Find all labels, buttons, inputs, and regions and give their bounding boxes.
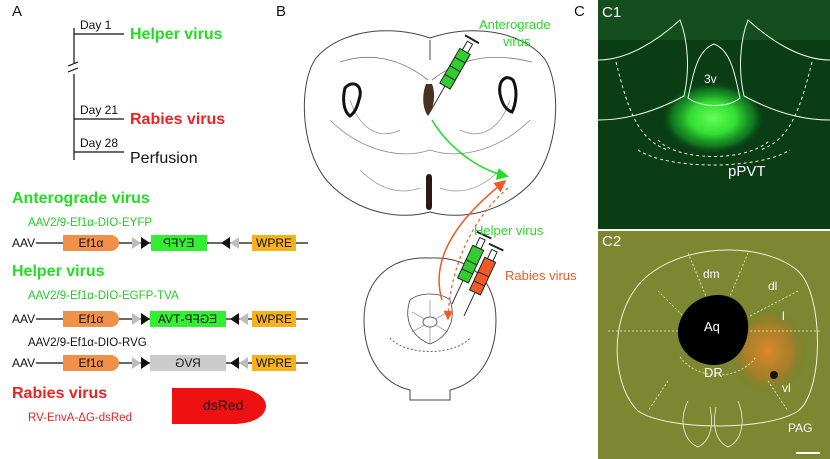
helper-promoter-1: Ef1α	[63, 311, 119, 327]
dsred-label: dsRed	[203, 397, 244, 413]
dsred-shape	[172, 388, 266, 424]
helper-wpre-2: WPRE	[252, 355, 296, 371]
c2-aq-label: Aq	[704, 319, 720, 334]
timeline-event-rabies: Rabies virus	[130, 111, 226, 128]
c2-dl-label: dl	[768, 279, 778, 293]
anterograde-virus-label-1: Anterograde	[479, 17, 551, 32]
timeline-event-perfusion: Perfusion	[130, 150, 198, 167]
panel-c1-image: C1 3v pPVT	[598, 0, 830, 229]
timeline-day-21: Day 21	[80, 103, 119, 117]
anterograde-syringe	[429, 34, 480, 113]
helper-gene-2: RVG	[150, 355, 226, 371]
anterograde-promoter: Ef1α	[63, 235, 119, 251]
helper-gene-1: EGFP-TVA	[150, 311, 226, 327]
c2-dm-label: dm	[703, 267, 720, 281]
c2-dr-label: DR	[704, 365, 723, 380]
c2-pag-label: PAG	[788, 421, 813, 435]
anterograde-wpre: WPRE	[252, 235, 296, 251]
helper-syringe	[451, 230, 492, 305]
c2-vl-label: vl	[782, 381, 791, 395]
rabies-syringe	[463, 242, 504, 317]
rabies-title: Rabies virus	[12, 385, 108, 402]
c2-l-label: l	[782, 309, 785, 323]
panel-c2-image: C2 dm dl l Aq DR vl PAG	[598, 231, 830, 459]
timeline-event-helper: Helper virus	[130, 26, 223, 43]
timeline-day-1: Day 1	[80, 18, 112, 32]
anterograde-virus-label-2: virus	[503, 34, 531, 49]
anterograde-title: Anterograde virus	[12, 190, 150, 207]
c1-ventricle-label: 3v	[704, 72, 717, 86]
c2-label: C2	[602, 233, 622, 250]
panel-b-label: B	[276, 3, 287, 20]
anterograde-aav-label: AAV	[12, 236, 36, 250]
anterograde-construct: AAV2/9-Ef1α-DIO-EYFP	[28, 217, 153, 229]
helper-construct-2: AAV2/9-Ef1α-DIO-RVG	[28, 337, 147, 349]
rabies-virus-label: Rabies virus	[505, 268, 577, 283]
c1-region-label: pPVT	[728, 163, 766, 180]
panel-a-label: A	[12, 3, 23, 20]
c1-label: C1	[602, 4, 622, 21]
panel-c-label: C	[574, 3, 585, 20]
helper-title: Helper virus	[12, 263, 105, 280]
helper-wpre-1: WPRE	[252, 311, 296, 327]
helper-aav-label-2: AAV	[12, 356, 36, 370]
helper-construct-1: AAV2/9-Ef1α-DIO-EGFP-TVA	[28, 290, 179, 302]
anterograde-gene: EYFP	[151, 235, 207, 251]
brain-diagram	[303, 30, 557, 401]
timeline-axis	[67, 28, 124, 160]
helper-aav-label-1: AAV	[12, 312, 36, 326]
helper-promoter-2: Ef1α	[63, 355, 119, 371]
rabies-construct: RV-EnvA-ΔG-dsRed	[28, 412, 132, 424]
helper-virus-label: Helper virus	[474, 223, 544, 238]
timeline-day-28: Day 28	[80, 136, 119, 150]
coronal-section-outline	[303, 30, 557, 216]
